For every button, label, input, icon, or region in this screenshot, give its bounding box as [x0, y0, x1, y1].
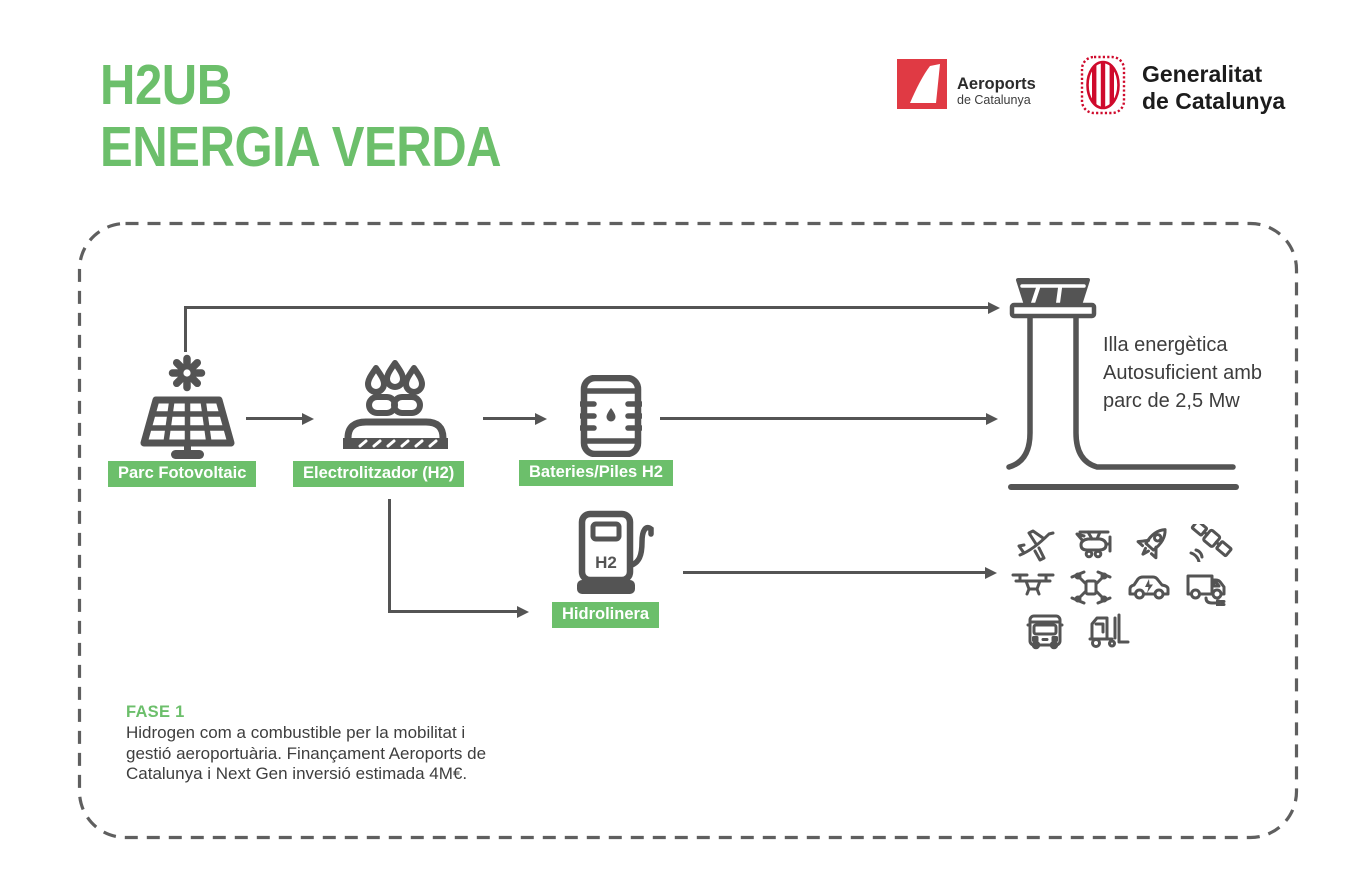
- vehicles-row-3: [1022, 612, 1130, 650]
- cargo-drone-icon: [1011, 573, 1055, 596]
- tower-note-line1: Illa energètica: [1103, 334, 1228, 356]
- aeroports-wing-icon: [897, 59, 947, 109]
- label-hidrolinera: Hidrolinera: [552, 602, 660, 628]
- solar-panel-icon: [140, 354, 235, 459]
- airport-control-tower-icon: [1006, 278, 1239, 490]
- vehicles-row-2: [1010, 568, 1230, 606]
- bus-icon: [1026, 614, 1064, 650]
- connector-electrolitzador-to-hidrolinera-vertical: [388, 499, 391, 612]
- airplane-icon: [1017, 529, 1055, 562]
- label-bateries-piles: Bateries/Piles H2: [519, 460, 673, 486]
- generalitat-emblem-icon: [1080, 55, 1126, 115]
- vehicles-row-1: [1014, 524, 1234, 562]
- fase-line1: Hidrogen com a combustible per la mobili…: [126, 723, 466, 742]
- electrolyzer-icon: [343, 360, 448, 449]
- arrowhead-to-hidrolinera: [517, 605, 529, 618]
- satellite-icon: [1189, 524, 1233, 562]
- generalitat-logo-line1: Generalitat: [1142, 61, 1263, 87]
- aeroports-logo-tagline: de Catalunya: [957, 93, 1031, 107]
- tower-note: Illa energètica Autosuficient amb parc d…: [1103, 331, 1262, 415]
- diagram-frame: [77, 221, 1299, 840]
- arrowhead-electrolitzador-to-bateries: [535, 412, 547, 425]
- electric-car-icon: [1128, 575, 1170, 600]
- quadcopter-drone-icon: [1070, 570, 1112, 605]
- tower-note-line3: parc de 2,5 Mw: [1103, 390, 1240, 412]
- fase-line2: gestió aeroportuària. Finançament Aeropo…: [126, 743, 487, 763]
- arrowhead-to-tower-top: [988, 301, 1000, 314]
- aeroports-logo-name: Aeroports: [957, 75, 1036, 93]
- label-parc-fotovoltaic: Parc Fotovoltaic: [108, 461, 257, 487]
- arrow-parc-to-electrolitzador: [246, 417, 304, 420]
- title-line-1: H2UB: [100, 53, 232, 117]
- connector-solar-to-tower-vertical: [184, 307, 187, 352]
- aeroports-logo: Aeroports de Catalunya: [897, 59, 1036, 109]
- tower-note-line2: Autosuficient amb: [1103, 362, 1262, 384]
- label-electrolitzador: Electrolitzador (H2): [293, 461, 465, 487]
- arrowhead-hidrolinera-to-vehicles: [985, 566, 997, 579]
- title-line-2: ENERGIA VERDA: [100, 115, 502, 179]
- generalitat-logo-line2: de Catalunya: [1142, 88, 1286, 114]
- fase-line3: Catalunya i Next Gen inversió estimada 4…: [126, 764, 468, 783]
- rocket-icon: [1136, 528, 1167, 560]
- electric-van-icon: [1186, 574, 1226, 606]
- arrow-electrolitzador-to-bateries: [483, 417, 537, 420]
- fase-1-note: FASE 1 Hidrogen com a combustible per la…: [126, 703, 486, 784]
- fase-title: FASE 1: [126, 703, 185, 721]
- pump-h2-text: H2: [595, 553, 617, 572]
- hydrogen-pump-icon: H2: [577, 510, 654, 594]
- arrowhead-parc-to-electrolitzador: [302, 412, 314, 425]
- h2-battery-barrel-icon: [580, 375, 642, 457]
- forklift-icon: [1088, 613, 1130, 648]
- page-title: H2UB ENERGIA VERDA: [100, 53, 502, 179]
- arrow-hidrolinera-to-vehicles: [683, 571, 987, 574]
- connector-electrolitzador-to-hidrolinera-horizontal: [388, 610, 519, 613]
- arrowhead-bateries-to-tower: [986, 412, 998, 425]
- light-aircraft-icon: [1075, 530, 1112, 559]
- connector-solar-to-tower-horizontal: [184, 306, 988, 309]
- arrow-bateries-to-tower: [660, 417, 988, 420]
- generalitat-logo: Generalitat de Catalunya: [1080, 55, 1285, 115]
